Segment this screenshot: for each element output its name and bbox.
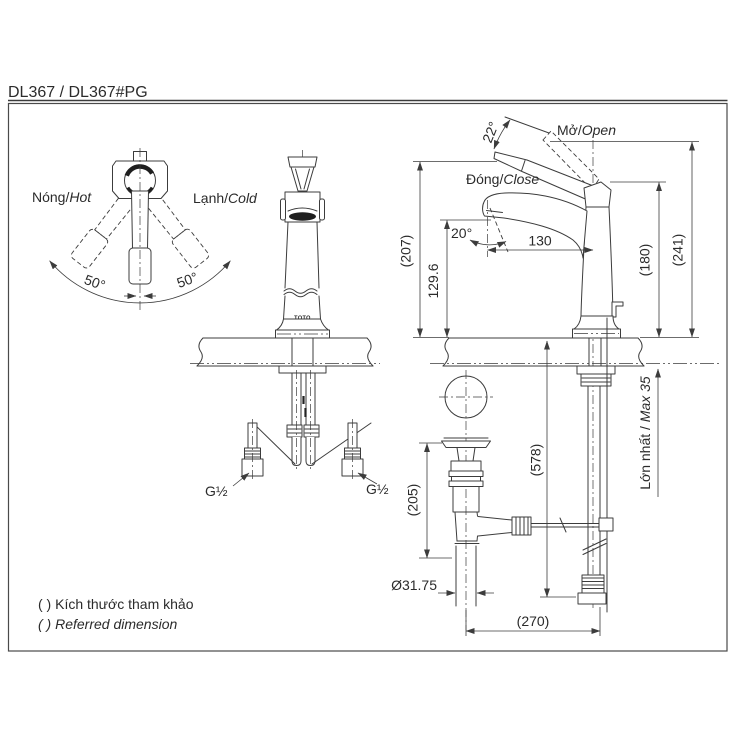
page-title: DL367 / DL367#PG <box>8 84 148 101</box>
drain-stem <box>456 447 476 462</box>
ext-205-lines <box>419 442 452 559</box>
supply-hose <box>587 385 601 576</box>
popup-lift-lever <box>611 301 624 318</box>
tube-marks <box>302 396 307 417</box>
tailpipe-joint <box>454 540 480 544</box>
front-base-plate <box>275 329 330 339</box>
handle-cap-shade-top <box>124 164 155 177</box>
side-base-skirt <box>573 315 620 330</box>
rod-clamp <box>598 517 614 532</box>
drawing-frame <box>7 102 728 652</box>
horizontal-pivot-rod <box>530 517 600 533</box>
fitting-leader-vees <box>252 422 372 465</box>
drain-rib-2 <box>451 476 481 482</box>
swing-arc <box>49 260 231 304</box>
spout-aerator-line <box>486 210 503 213</box>
open-label: Mở/Open <box>557 122 616 138</box>
spout-angle-label: 20° <box>451 225 472 241</box>
counter-side <box>442 337 645 367</box>
handle-base-body <box>112 160 168 199</box>
basin-hole-circle <box>444 375 488 419</box>
open-tip-extension <box>504 116 550 134</box>
front-supply-tubes <box>291 372 316 426</box>
drain-body <box>452 486 480 513</box>
angle-label-right: 50° <box>175 269 200 291</box>
g-half-leader-right <box>357 472 378 485</box>
faucet-top-view: 50° 50° Nóng/Hot Lạnh/Cold <box>32 148 258 312</box>
front-handle-neck-lines <box>295 168 310 190</box>
side-spout <box>482 192 588 259</box>
thread-size-right: G½ <box>366 481 389 497</box>
thread-size-left: G½ <box>205 483 228 499</box>
front-handle-cap <box>287 156 318 168</box>
spout-angle-arc <box>469 239 507 248</box>
drain-arm-nut <box>511 516 532 536</box>
angle-label-left: 50° <box>82 271 107 293</box>
close-label: Đóng/Close <box>466 171 539 187</box>
hose-thread-ridges <box>581 577 605 589</box>
tailpipe <box>455 545 477 607</box>
front-head-tab-right <box>319 198 325 221</box>
front-mount-washer <box>278 365 327 374</box>
front-handle-neck <box>290 166 315 192</box>
dim-offset: (270) <box>517 613 550 629</box>
side-shank <box>588 337 602 367</box>
drain-lower-body <box>454 511 478 542</box>
cold-label: Lạnh/Cold <box>193 190 258 206</box>
side-nut-ridges <box>581 377 611 383</box>
lever-pivot <box>583 181 612 208</box>
front-spout-outlet <box>289 212 316 221</box>
dim-height-closed: (207) <box>398 235 414 268</box>
side-mount-nut <box>580 373 612 387</box>
arm-nut-ridges <box>515 516 529 536</box>
front-base-skirt <box>276 318 329 331</box>
counter-front <box>196 337 374 367</box>
dim-height-open: (241) <box>670 234 686 267</box>
drain-arm-cone <box>477 516 513 537</box>
hose-end-fitting <box>577 592 607 605</box>
dim-drain-length: (205) <box>405 484 421 517</box>
lever-grip-line <box>521 160 526 172</box>
dim-supply-length: (578) <box>528 444 544 477</box>
tube-connector-right <box>303 424 320 438</box>
counter-front-breaks <box>196 337 374 367</box>
lever-open-dashed <box>542 130 600 191</box>
front-head-tab-left <box>280 198 286 221</box>
g-half-fitting-right <box>341 419 364 481</box>
faucet-front-view: TOTO G½ <box>190 150 389 499</box>
lever-angle-arc <box>493 119 511 150</box>
front-body-edges <box>283 221 321 320</box>
note-referred-en: ( ) Referred dimension <box>38 616 177 632</box>
dim-tailpipe-dia: Ø31.75 <box>391 577 437 593</box>
dim-spout-height: 129.6 <box>425 263 441 298</box>
counter-side-breaks <box>442 337 645 367</box>
front-outlet-arc <box>287 207 318 212</box>
max-deck-label: Lớn nhất / Max 35 <box>637 376 653 490</box>
drain-rib-1 <box>448 470 484 477</box>
lever-angle-label: 22° <box>479 119 502 145</box>
drain-rib-3 <box>448 480 484 487</box>
g-half-fitting-left <box>241 419 264 481</box>
drain-centerlines <box>439 370 493 630</box>
dim-height-body: (180) <box>637 244 653 277</box>
drain-flange <box>441 440 491 448</box>
drain-collar <box>450 460 482 472</box>
tube-connector-left <box>286 424 303 438</box>
hose-break-marks <box>582 538 607 555</box>
front-shank <box>291 337 314 367</box>
dim-spout-reach: 130 <box>528 233 552 249</box>
side-mount-washer <box>576 365 616 375</box>
hot-label: Nóng/Hot <box>32 189 92 205</box>
faucet-side-view: (207) 129.6 20° 130 22° Mở/Open Đóng/Clo… <box>391 116 722 636</box>
connector-ridges <box>287 428 319 434</box>
front-body-break-lines <box>283 288 318 298</box>
g-half-leader-left <box>232 472 250 487</box>
note-referred-vi: ( ) Kích thước tham khảo <box>38 596 194 612</box>
